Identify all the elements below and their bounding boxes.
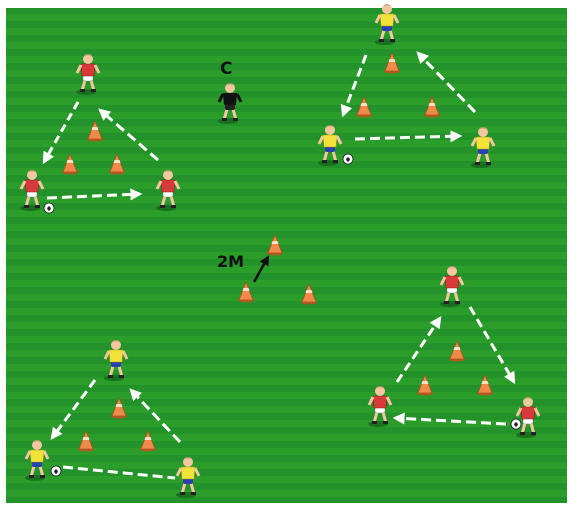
coach-label: C [220,59,232,79]
ball-icon [343,154,353,164]
ball-icon [44,203,54,213]
distance-label: 2M [217,252,244,271]
ball-icon [511,419,521,429]
ball-icon [51,466,61,476]
